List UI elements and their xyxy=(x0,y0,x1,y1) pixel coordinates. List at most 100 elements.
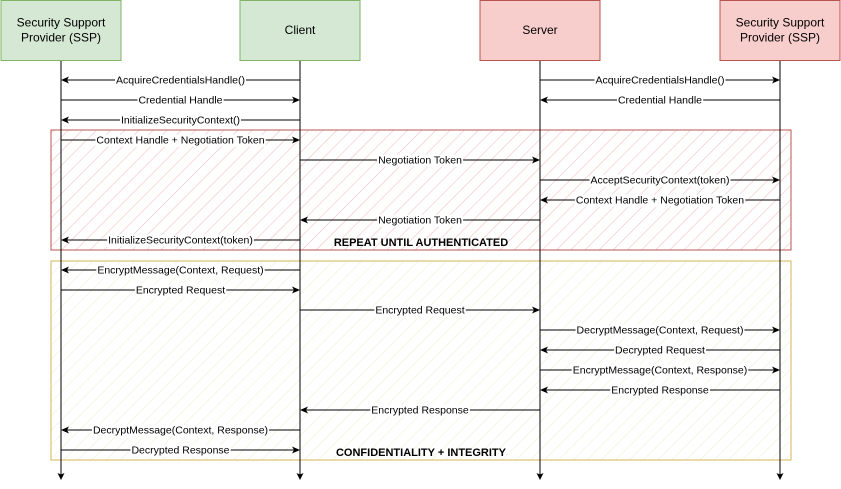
lifelines-layer xyxy=(57,60,784,480)
label-background xyxy=(370,404,470,417)
message-label: Encrypted Request xyxy=(375,305,464,317)
arrowhead-icon xyxy=(532,156,540,164)
label-background xyxy=(377,154,464,167)
message-label: AcquireCredentialsHandle() xyxy=(116,75,245,87)
message-label: DecryptMessage(Context, Request) xyxy=(577,325,744,337)
message-arrow: Context Handle + Negotiation Token xyxy=(61,134,300,147)
message-arrow: Encrypted Response xyxy=(300,404,540,417)
arrowhead-icon xyxy=(540,386,548,394)
actor-label: Provider (SSP) xyxy=(21,31,101,45)
message-label: Credential Handle xyxy=(138,95,222,107)
message-arrow: AcceptSecurityContext(token) xyxy=(540,174,780,187)
message-label: Decrypted Response xyxy=(131,445,229,457)
arrowhead-icon xyxy=(540,196,548,204)
message-label: Encrypted Response xyxy=(371,405,469,417)
message-label: InitializeSecurityContext(token) xyxy=(108,235,253,247)
arrowhead-icon xyxy=(61,426,69,434)
label-background xyxy=(610,384,710,397)
label-background xyxy=(96,264,265,277)
message-arrow: DecryptMessage(Context, Response) xyxy=(61,424,300,437)
lifeline-ssp_client xyxy=(57,60,65,480)
message-label: Credential Handle xyxy=(618,95,702,107)
label-background xyxy=(91,424,270,437)
arrowhead-icon xyxy=(772,176,780,184)
message-label: DecryptMessage(Context, Response) xyxy=(93,425,268,437)
message-arrow: InitializeSecurityContext(token) xyxy=(61,234,300,247)
message-label: Encrypted Response xyxy=(611,385,709,397)
message-arrow: AcquireCredentialsHandle() xyxy=(61,74,300,87)
actor-label: Security Support xyxy=(736,16,825,30)
message-arrow: EncryptMessage(Context, Request) xyxy=(61,264,300,277)
region-repeat: REPEAT UNTIL AUTHENTICATED xyxy=(50,129,792,251)
actor-box xyxy=(239,0,361,61)
actor-box xyxy=(0,0,122,61)
label-background xyxy=(616,94,704,107)
label-background xyxy=(95,134,266,147)
message-arrow: Encrypted Request xyxy=(61,284,300,297)
message-arrow: Encrypted Request xyxy=(300,304,540,317)
label-background xyxy=(374,304,466,317)
arrowhead-icon xyxy=(300,406,308,414)
arrowhead-icon xyxy=(292,286,300,294)
message-label: AcquireCredentialsHandle() xyxy=(596,75,725,87)
message-label: Negotiation Token xyxy=(378,155,462,167)
message-label: Decrypted Request xyxy=(615,345,705,357)
message-label: InitializeSecurityContext() xyxy=(121,115,240,127)
actor-label: Provider (SSP) xyxy=(740,31,820,45)
label-background xyxy=(594,74,726,87)
arrowhead-icon xyxy=(61,236,69,244)
label-background xyxy=(107,234,254,247)
arrowhead-icon xyxy=(292,446,300,454)
message-label: EncryptMessage(Context, Request) xyxy=(97,265,263,277)
label-background xyxy=(377,214,464,227)
label-background xyxy=(614,344,707,357)
message-label: AcceptSecurityContext(token) xyxy=(591,175,730,187)
arrowhead-icon xyxy=(61,116,69,124)
lifeline-end-arrow xyxy=(296,473,304,480)
message-arrow: DecryptMessage(Context, Request) xyxy=(540,324,780,337)
lifeline-server xyxy=(536,60,544,480)
actor-box xyxy=(479,0,601,61)
arrowhead-icon xyxy=(300,216,308,224)
label-background xyxy=(575,324,745,337)
lifeline-ssp_server xyxy=(776,60,784,480)
label-background xyxy=(119,114,242,127)
arrowhead-icon xyxy=(61,76,69,84)
label-background xyxy=(115,74,246,87)
arrowhead-icon xyxy=(532,306,540,314)
region-label: REPEAT UNTIL AUTHENTICATED xyxy=(334,237,508,249)
message-arrow: Credential Handle xyxy=(61,94,300,107)
actor-client: Client xyxy=(239,0,361,61)
label-background xyxy=(130,444,231,457)
lifeline-end-arrow xyxy=(57,473,65,480)
label-background xyxy=(589,174,731,187)
label-background xyxy=(571,364,749,377)
arrowhead-icon xyxy=(540,96,548,104)
message-label: Negotiation Token xyxy=(378,215,462,227)
message-arrow: AcquireCredentialsHandle() xyxy=(540,74,780,87)
message-arrow: Negotiation Token xyxy=(300,214,540,227)
arrowhead-icon xyxy=(292,136,300,144)
message-label: Encrypted Request xyxy=(136,285,225,297)
message-arrow: EncryptMessage(Context, Response) xyxy=(540,364,780,377)
region-label: CONFIDENTIALITY + INTEGRITY xyxy=(336,447,507,459)
message-arrow: Decrypted Request xyxy=(540,344,780,357)
arrowhead-icon xyxy=(540,346,548,354)
arrowhead-icon xyxy=(772,76,780,84)
message-arrow: Credential Handle xyxy=(540,94,780,107)
message-arrow: Encrypted Response xyxy=(540,384,780,397)
arrowhead-icon xyxy=(292,96,300,104)
messages-layer: AcquireCredentialsHandle() AcquireCredent… xyxy=(61,74,780,457)
label-background xyxy=(574,194,746,207)
label-background xyxy=(134,284,227,297)
actor-label: Security Support xyxy=(17,16,106,30)
message-label: Context Handle + Negotiation Token xyxy=(576,195,744,207)
message-arrow: Context Handle + Negotiation Token xyxy=(540,194,780,207)
message-arrow: InitializeSecurityContext() xyxy=(61,114,300,127)
actor-server: Server xyxy=(479,0,601,61)
region-frame xyxy=(50,129,792,251)
